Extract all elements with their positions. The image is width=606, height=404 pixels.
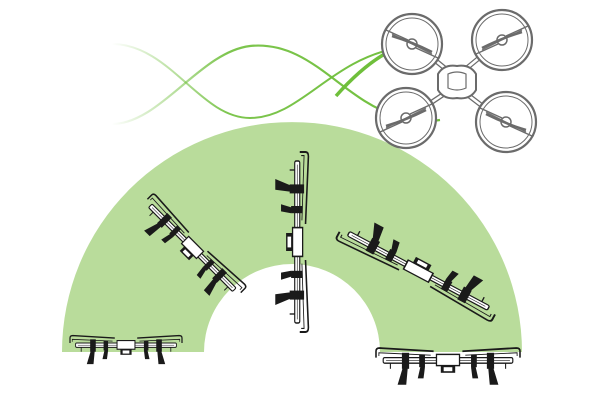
drone-side-icon (375, 347, 521, 386)
drone-top-icon (374, 8, 538, 154)
